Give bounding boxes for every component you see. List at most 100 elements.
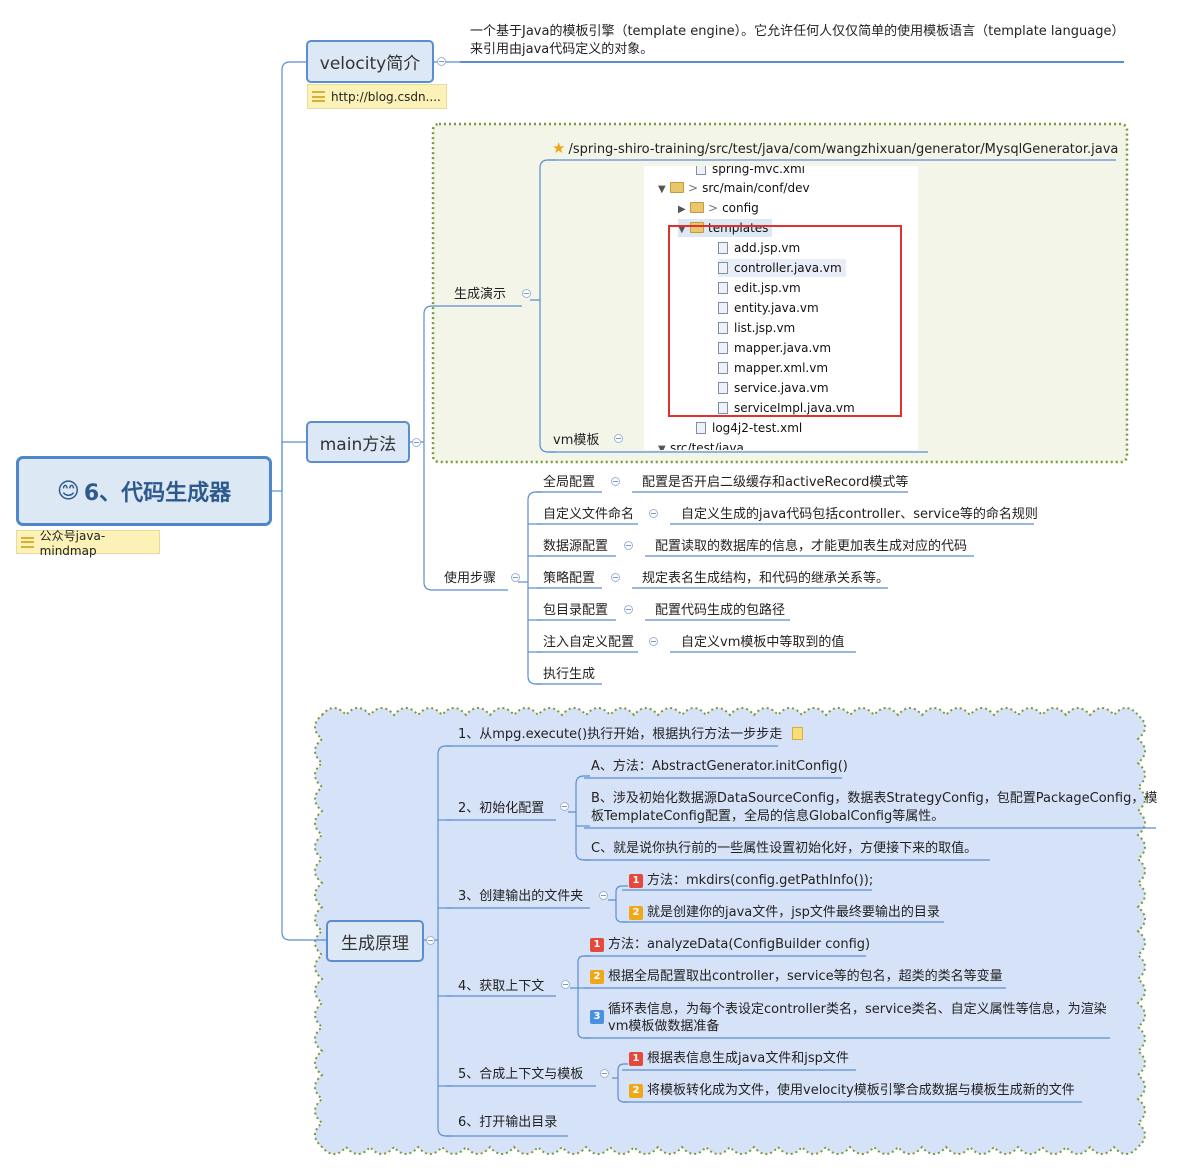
collapse-icon[interactable] bbox=[522, 289, 531, 298]
generate-files-text: 根据表信息生成java文件和jsp文件 bbox=[647, 1051, 849, 1066]
priority-2-icon: 2 bbox=[629, 906, 643, 920]
init-config-a[interactable]: A、方法：AbstractGenerator.initConfig() bbox=[591, 759, 848, 774]
principle-step-1[interactable]: 1、从mpg.execute()执行开始，根据执行方法一步步走 bbox=[458, 726, 804, 743]
priority-1-icon: 1 bbox=[590, 938, 604, 952]
principle-node[interactable]: 生成原理 bbox=[326, 920, 424, 962]
velocity-node[interactable]: velocity简介 bbox=[306, 40, 434, 83]
tree-row: spring-mvc.xml bbox=[712, 166, 806, 176]
root-node[interactable]: 😊 6、代码生成器 bbox=[16, 456, 272, 526]
tree-row: src/main/conf/dev bbox=[702, 181, 810, 195]
vm-file-name: list.jsp.vm bbox=[734, 321, 796, 335]
chevron-right-icon[interactable]: ▶ bbox=[678, 204, 686, 215]
analyze-data-text: 方法：analyzeData(ConfigBuilder config) bbox=[608, 937, 871, 952]
init-config-b-line1[interactable]: B、涉及初始化数据源DataSourceConfig，数据表StrategyCo… bbox=[591, 791, 1158, 806]
principle-step-1-text: 1、从mpg.execute()执行开始，根据执行方法一步步走 bbox=[458, 727, 783, 742]
step-name[interactable]: 执行生成 bbox=[543, 667, 596, 682]
collapse-icon[interactable] bbox=[611, 477, 620, 486]
collapse-icon[interactable] bbox=[599, 891, 608, 900]
file-icon bbox=[718, 262, 728, 274]
step-desc[interactable]: 自定义生成的java代码包括controller、service等的命名规则 bbox=[681, 507, 1038, 522]
vm-file-row[interactable]: entity.java.vm bbox=[718, 299, 819, 317]
principle-step-3[interactable]: 3、创建输出的文件夹 bbox=[458, 889, 584, 904]
collapse-icon[interactable] bbox=[649, 509, 658, 518]
xml-file-icon bbox=[696, 422, 706, 434]
root-title: 6、代码生成器 bbox=[83, 481, 232, 506]
collapse-icon[interactable] bbox=[624, 541, 633, 550]
principle-step-2[interactable]: 2、初始化配置 bbox=[458, 801, 545, 816]
collapse-icon[interactable] bbox=[561, 980, 570, 989]
vm-file-row[interactable]: add.jsp.vm bbox=[718, 239, 800, 257]
main-method-title: main方法 bbox=[319, 434, 397, 455]
output-dir-item[interactable]: 2 就是创建你的java文件，jsp文件最终要输出的目录 bbox=[629, 904, 940, 921]
vm-file-row[interactable]: serviceImpl.java.vm bbox=[718, 399, 855, 417]
star-icon: ★ bbox=[552, 139, 566, 157]
vm-file-name: service.java.vm bbox=[734, 381, 829, 395]
step-desc[interactable]: 配置代码生成的包路径 bbox=[655, 603, 786, 618]
note-icon bbox=[21, 536, 34, 548]
principle-step-4[interactable]: 4、获取上下文 bbox=[458, 979, 545, 994]
file-icon bbox=[718, 322, 728, 334]
chevron-down-icon[interactable]: ▼ bbox=[658, 444, 666, 450]
chevron-down-icon[interactable]: ▼ bbox=[658, 184, 666, 195]
demo-path[interactable]: ★/spring-shiro-training/src/test/java/co… bbox=[552, 140, 1118, 158]
table-loop-text-line2: vm模板做数据准备 bbox=[608, 1019, 720, 1034]
folder-icon bbox=[690, 202, 704, 213]
output-dir-text: 就是创建你的java文件，jsp文件最终要输出的目录 bbox=[647, 905, 940, 920]
collapse-icon[interactable] bbox=[426, 936, 435, 945]
collapse-icon[interactable] bbox=[560, 802, 569, 811]
file-icon bbox=[718, 282, 728, 294]
collapse-icon[interactable] bbox=[614, 434, 623, 443]
vm-file-name: serviceImpl.java.vm bbox=[734, 401, 855, 415]
step-desc[interactable]: 自定义vm模板中等取到的值 bbox=[681, 635, 845, 650]
velocity-note[interactable]: http://blog.csdn.... bbox=[307, 84, 447, 109]
file-icon bbox=[718, 402, 728, 414]
step-desc[interactable]: 规定表名生成结构，和代码的继承关系等。 bbox=[642, 571, 890, 586]
steps-label[interactable]: 使用步骤 bbox=[444, 571, 497, 586]
step-name[interactable]: 全局配置 bbox=[543, 475, 596, 490]
collapse-icon[interactable] bbox=[624, 605, 633, 614]
vm-template-label[interactable]: vm模板 bbox=[553, 433, 600, 448]
vm-file-row[interactable]: mapper.java.vm bbox=[718, 339, 831, 357]
vm-file-name: edit.jsp.vm bbox=[734, 281, 801, 295]
collapse-icon[interactable] bbox=[611, 573, 620, 582]
collapse-icon[interactable] bbox=[437, 57, 446, 66]
step-desc[interactable]: 配置读取的数据库的信息，才能更加表生成对应的代码 bbox=[655, 539, 968, 554]
velocity-merge-text: 将模板转化成为文件，使用velocity模板引擎合成数据与模板生成新的文件 bbox=[647, 1083, 1075, 1098]
collapse-icon[interactable] bbox=[600, 1069, 609, 1078]
file-icon bbox=[718, 302, 728, 314]
step-desc[interactable]: 配置是否开启二级缓存和activeRecord模式等 bbox=[642, 475, 909, 490]
analyze-data-item[interactable]: 1 方法：analyzeData(ConfigBuilder config) bbox=[590, 936, 870, 953]
tree-row: config bbox=[722, 201, 759, 215]
root-note[interactable]: 公众号java-mindmap bbox=[16, 529, 160, 558]
collapse-icon[interactable] bbox=[511, 573, 520, 582]
chevron-down-icon[interactable]: ▼ bbox=[678, 224, 686, 235]
vm-file-row[interactable]: list.jsp.vm bbox=[718, 319, 795, 337]
vm-file-row[interactable]: service.java.vm bbox=[718, 379, 829, 397]
table-loop-item[interactable]: 3 循环表信息，为每个表设定controller类名，service类名、自定义… bbox=[590, 1001, 1107, 1035]
mkdirs-text: 方法：mkdirs(config.getPathInfo()); bbox=[647, 873, 874, 888]
step-name[interactable]: 注入自定义配置 bbox=[543, 635, 635, 650]
init-config-c[interactable]: C、就是说你执行前的一些属性设置初始化好，方便接下来的取值。 bbox=[591, 841, 978, 856]
project-tree-screenshot: spring-mvc.xml ▼>src/main/conf/dev ▶>con… bbox=[644, 166, 918, 450]
vm-file-name: entity.java.vm bbox=[734, 301, 819, 315]
vm-file-name: add.jsp.vm bbox=[734, 241, 801, 255]
vm-file-row[interactable]: mapper.xml.vm bbox=[718, 359, 828, 377]
vm-file-row[interactable]: edit.jsp.vm bbox=[718, 279, 801, 297]
vm-file-name: mapper.java.vm bbox=[734, 341, 832, 355]
step-name[interactable]: 包目录配置 bbox=[543, 603, 609, 618]
demo-label[interactable]: 生成演示 bbox=[454, 287, 507, 302]
collapse-icon[interactable] bbox=[412, 438, 421, 447]
collapse-icon[interactable] bbox=[649, 637, 658, 646]
principle-step-6[interactable]: 6、打开输出目录 bbox=[458, 1115, 558, 1130]
vm-file-row[interactable]: controller.java.vm bbox=[718, 259, 846, 277]
step-name[interactable]: 自定义文件命名 bbox=[543, 507, 635, 522]
principle-step-5[interactable]: 5、合成上下文与模板 bbox=[458, 1067, 584, 1082]
step-name[interactable]: 策略配置 bbox=[543, 571, 596, 586]
main-method-node[interactable]: main方法 bbox=[306, 421, 410, 463]
step-name[interactable]: 数据源配置 bbox=[543, 539, 609, 554]
